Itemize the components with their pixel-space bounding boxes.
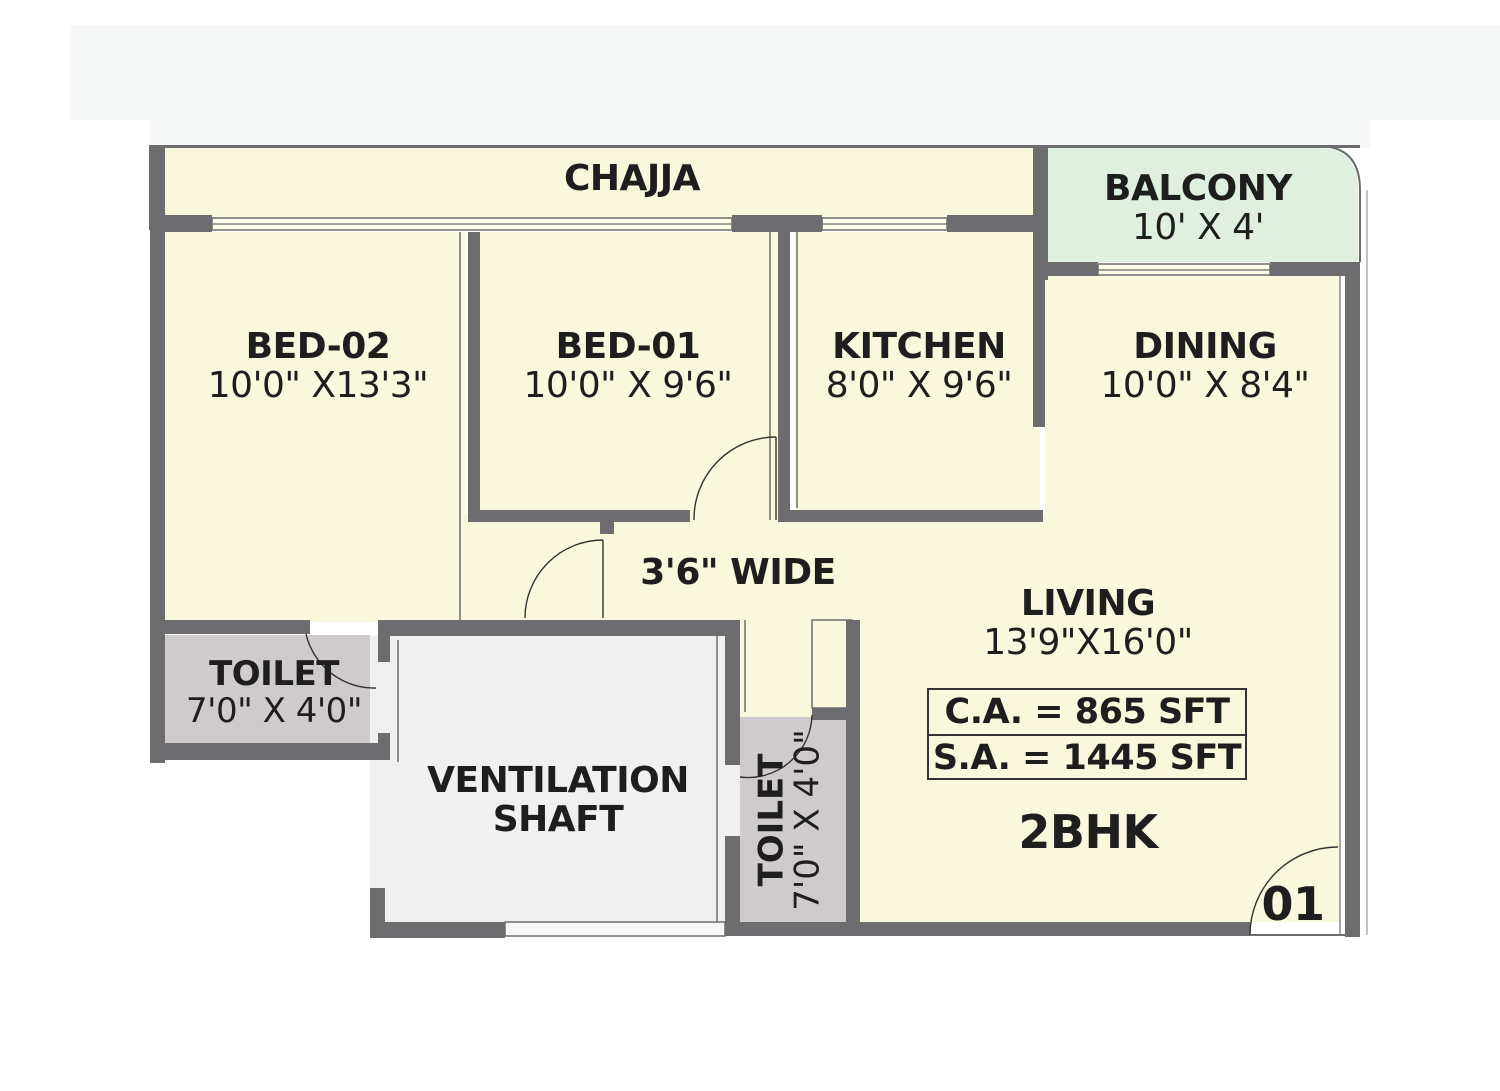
walls	[150, 145, 1368, 938]
room-size: 13'9"X16'0"	[983, 621, 1193, 663]
toilet1-fill	[163, 635, 380, 743]
room-dining: DINING 10'0" X 8'4"	[1100, 326, 1310, 406]
room-size: 10'0" X 8'4"	[1100, 364, 1310, 406]
room-toilet-1: TOILET 7'0" X 4'0"	[186, 656, 362, 729]
bed01-fill	[478, 232, 780, 514]
room-size: 10'0" X13'3"	[207, 364, 429, 406]
corridor-fill	[465, 514, 1045, 622]
room-name: KITCHEN	[832, 326, 1006, 367]
room-living: LIVING 13'9"X16'0"	[983, 583, 1193, 663]
room-name: CHAJJA	[563, 158, 701, 199]
room-name-line2: SHAFT	[492, 798, 624, 840]
room-name: BED-02	[245, 326, 391, 367]
room-size: 10' X 4'	[1131, 206, 1265, 248]
room-name: BALCONY	[1104, 168, 1292, 209]
dining-living-fill	[1045, 272, 1340, 922]
room-size: 7'0" X 4'0"	[787, 729, 827, 911]
room-bed01: BED-01 10'0" X 9'6"	[523, 326, 733, 406]
unit-type: 2BHK	[1018, 805, 1158, 859]
room-size: 7'0" X 4'0"	[186, 690, 362, 731]
header-band	[70, 25, 1500, 120]
room-name: DINING	[1133, 326, 1277, 367]
shaft-fill	[370, 635, 740, 922]
room-ventilation-shaft: VENTILATION SHAFT	[427, 760, 689, 840]
balcony-fill	[1048, 148, 1358, 262]
carpet-area: C.A. = 865 SFT	[944, 692, 1230, 732]
room-name: VENTILATION	[427, 760, 689, 801]
unit-number: 01	[1261, 877, 1325, 931]
kitchen-fill	[795, 232, 1040, 514]
room-balcony: BALCONY 10' X 4'	[1104, 168, 1292, 248]
room-chajja: CHAJJA	[563, 158, 701, 199]
room-name: TOILET	[209, 654, 339, 694]
area-summary-box: C.A. = 865 SFT S.A. = 1445 SFT	[927, 688, 1247, 780]
room-kitchen: KITCHEN 8'0" X 9'6"	[825, 326, 1013, 406]
room-size: 10'0" X 9'6"	[523, 364, 733, 406]
room-bed02: BED-02 10'0" X13'3"	[207, 326, 429, 406]
room-name: LIVING	[1020, 583, 1156, 624]
corridor-width-label: 3'6" WIDE	[640, 552, 836, 593]
room-size: 8'0" X 9'6"	[825, 364, 1013, 406]
doors	[305, 436, 1339, 936]
chajja-fill	[165, 148, 1035, 218]
bed02-fill	[165, 232, 465, 622]
saleable-area: S.A. = 1445 SFT	[929, 734, 1245, 780]
room-name: BED-01	[555, 326, 701, 367]
room-toilet-2: TOILET 7'0" X 4'0"	[751, 729, 827, 911]
room-name: TOILET	[751, 753, 792, 887]
toilet2-fill	[740, 717, 855, 922]
